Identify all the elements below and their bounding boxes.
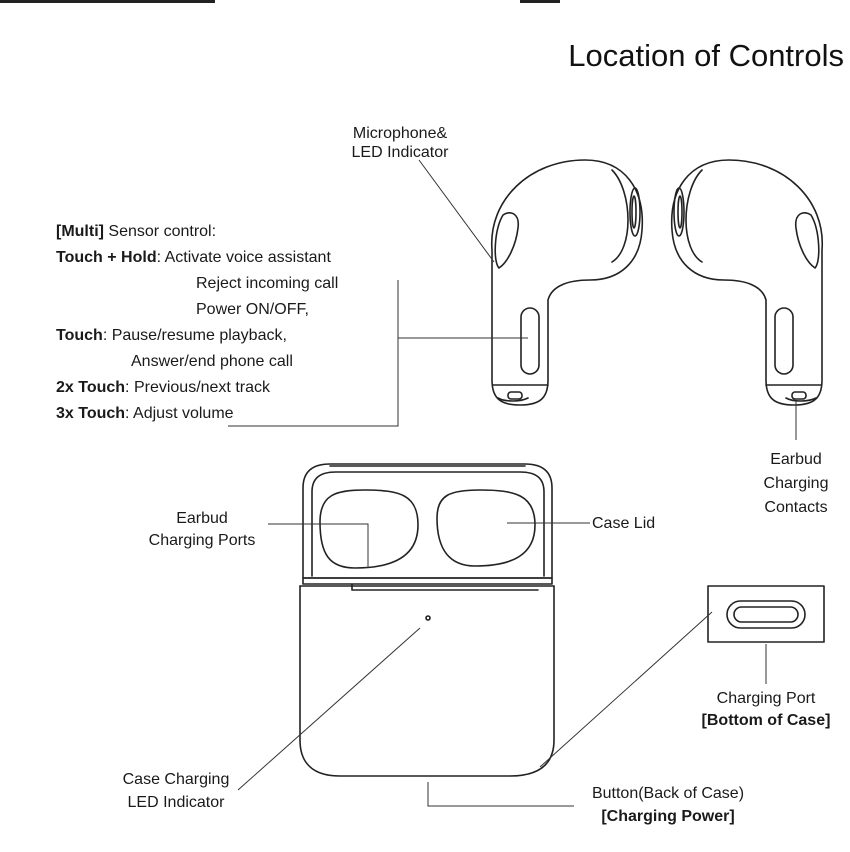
button-line2: [Charging Power] bbox=[601, 808, 735, 825]
reject-call-line: Reject incoming call bbox=[196, 275, 339, 292]
charging-port-label: Charging Port [Bottom of Case] bbox=[690, 688, 842, 732]
three-touch-key: 3x Touch bbox=[56, 405, 126, 422]
three-touch-text: : Adjust volume bbox=[125, 405, 234, 422]
charging-ports-line2: Charging Ports bbox=[148, 532, 256, 549]
answer-call-line: Answer/end phone call bbox=[131, 353, 293, 370]
multi-text: Sensor control: bbox=[103, 223, 217, 240]
two-touch-text: : Previous/next track bbox=[125, 379, 270, 396]
case-led-line1: Case Charging bbox=[122, 771, 230, 788]
mic-led-label: Microphone& LED Indicator bbox=[340, 124, 460, 162]
top-edge-bar-left bbox=[0, 0, 215, 3]
case-body-illustration bbox=[299, 583, 555, 777]
touch-key: Touch bbox=[56, 327, 103, 344]
power-line: Power ON/OFF, bbox=[196, 301, 309, 318]
charging-ports-line1: Earbud bbox=[176, 510, 228, 527]
page-title: Location of Controls bbox=[568, 38, 844, 73]
mic-label-line1: Microphone& bbox=[352, 125, 448, 142]
case-lid-illustration bbox=[302, 463, 553, 585]
charging-port-illustration bbox=[707, 585, 825, 643]
earbud-contacts-label: Earbud Charging Contacts bbox=[742, 448, 850, 520]
multi-line: [Multi] Sensor control: bbox=[56, 222, 216, 241]
mic-label-line2: LED Indicator bbox=[351, 144, 449, 161]
charging-port-line2: [Bottom of Case] bbox=[701, 712, 831, 729]
touch-hold-line: Touch + Hold: Activate voice assistant bbox=[56, 248, 331, 267]
touch-hold-key: Touch + Hold bbox=[56, 249, 157, 266]
charging-port-line1: Charging Port bbox=[716, 690, 816, 707]
button-line1: Button(Back of Case) bbox=[591, 785, 745, 802]
two-touch-line: 2x Touch: Previous/next track bbox=[56, 378, 270, 397]
case-led-line2: LED Indicator bbox=[127, 794, 225, 811]
touch-text: : Pause/resume playback, bbox=[102, 327, 287, 344]
two-touch-key: 2x Touch bbox=[56, 379, 126, 396]
case-lid-label: Case Lid bbox=[592, 515, 656, 532]
earbud-contacts-line2: Charging bbox=[763, 475, 829, 492]
touch-hold-text: : Activate voice assistant bbox=[156, 249, 331, 266]
right-earbud-illustration bbox=[670, 159, 823, 406]
leader-lines bbox=[228, 159, 797, 807]
button-label: Button(Back of Case) [Charging Power] bbox=[568, 782, 768, 828]
earbud-contacts-line3: Contacts bbox=[764, 499, 828, 516]
left-earbud-illustration bbox=[491, 159, 644, 406]
charging-ports-label: Earbud Charging Ports bbox=[132, 508, 272, 552]
three-touch-line: 3x Touch: Adjust volume bbox=[56, 404, 234, 423]
case-led-label: Case Charging LED Indicator bbox=[106, 768, 246, 814]
touch-line: Touch: Pause/resume playback, bbox=[56, 326, 287, 345]
earbud-contacts-line1: Earbud bbox=[770, 451, 822, 468]
top-edge-bar-right bbox=[520, 0, 560, 3]
multi-key: [Multi] bbox=[56, 223, 104, 240]
